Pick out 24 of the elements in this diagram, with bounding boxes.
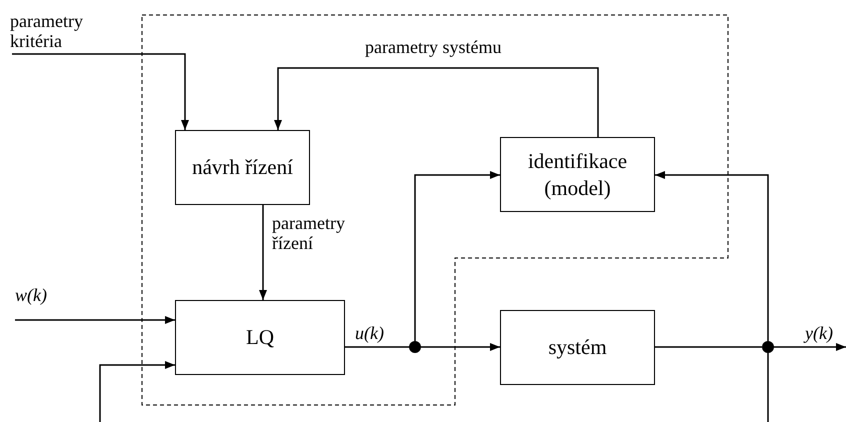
block-label: systém	[548, 334, 607, 361]
block-label: návrh řízení	[192, 154, 293, 181]
block-box	[175, 300, 345, 375]
edge-label: w(k)	[15, 286, 47, 306]
arrow	[259, 205, 267, 300]
junction-dot	[762, 341, 774, 353]
block-box	[175, 130, 310, 205]
arrow	[774, 343, 846, 351]
edge-label: y(k)	[805, 324, 833, 344]
junction-dot	[409, 341, 421, 353]
arrow	[414, 171, 500, 341]
arrow	[421, 343, 500, 351]
block-label: LQ	[246, 324, 274, 351]
edge-label: u(k)	[355, 324, 384, 344]
arrow	[15, 316, 175, 324]
arrow	[274, 67, 599, 137]
block-label: identifikace (model)	[526, 148, 628, 201]
edge-label: parametry systému	[365, 38, 502, 58]
block-box	[500, 137, 655, 212]
arrow	[12, 53, 189, 130]
arrow	[99, 361, 175, 422]
block-box	[500, 310, 655, 385]
input-label: parametry kritéria	[10, 12, 125, 54]
arrow	[655, 171, 769, 341]
